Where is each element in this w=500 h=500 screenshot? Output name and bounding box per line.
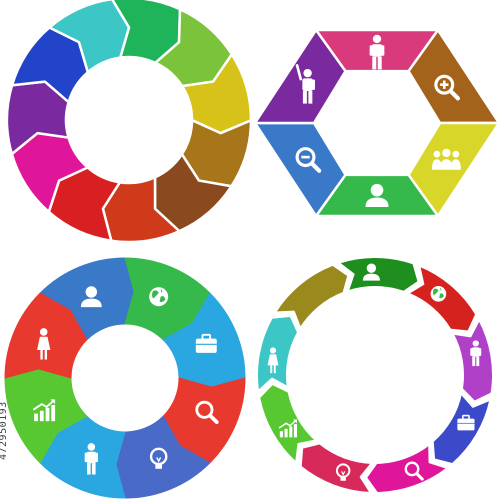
ring-segment xyxy=(256,314,300,393)
woman-icon xyxy=(267,347,279,374)
user-icon xyxy=(365,183,389,207)
ring-segment xyxy=(48,0,131,74)
lightbulb-icon xyxy=(335,463,351,481)
person-icon xyxy=(369,34,385,70)
search-icon xyxy=(195,400,219,425)
man-icon xyxy=(470,340,482,367)
ring-segment xyxy=(258,382,318,464)
hexagon-cycle-diagram xyxy=(253,28,500,218)
growth-chart-icon xyxy=(32,399,56,422)
group-icon xyxy=(431,148,461,170)
briefcase-icon xyxy=(195,333,217,353)
zoom-in-icon xyxy=(434,74,461,101)
search-icon xyxy=(404,461,424,481)
puzzle-segment xyxy=(4,292,88,379)
stock-id-watermark: 472950193 xyxy=(0,300,12,460)
briefcase-icon xyxy=(457,414,475,431)
user-icon xyxy=(362,263,380,281)
stock-id-text: 472950193 xyxy=(0,401,9,460)
waving-person-icon xyxy=(295,64,315,104)
man-icon xyxy=(84,443,98,475)
globe-icon xyxy=(149,287,169,307)
zoom-out-icon xyxy=(295,147,322,173)
ring-segment xyxy=(273,263,350,330)
growth-chart-icon xyxy=(278,419,298,438)
arrow-ring-plain-diagram xyxy=(5,0,253,244)
ring-segment xyxy=(299,442,373,494)
arrow-ring-icons-diagram xyxy=(256,256,494,494)
puzzle-ring-diagram xyxy=(4,257,246,499)
woman-icon xyxy=(37,328,51,360)
globe-icon xyxy=(430,286,447,302)
ring-segment xyxy=(337,256,420,293)
user-icon xyxy=(80,286,102,308)
lightbulb-icon xyxy=(149,447,168,469)
